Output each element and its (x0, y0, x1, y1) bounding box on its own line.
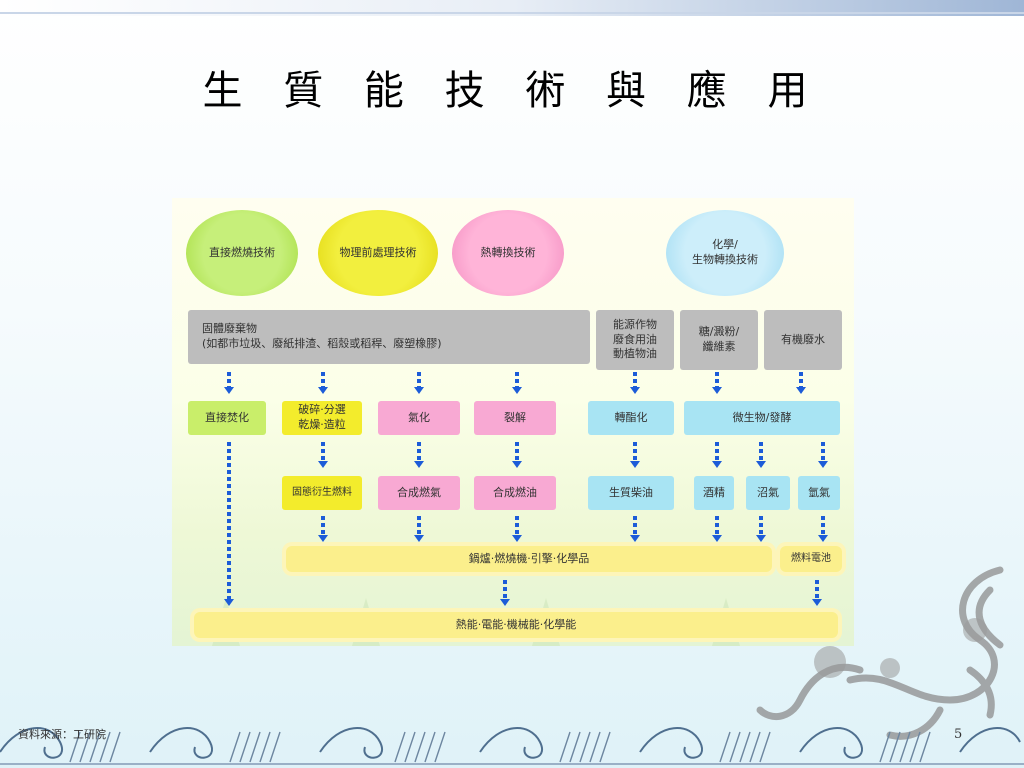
process-microbial-fermentation: 微生物/發酵 (684, 401, 840, 435)
flow-arrow (712, 442, 722, 468)
product-hydrogen: 氫氣 (798, 476, 840, 510)
process-direct-incineration: 直接焚化 (188, 401, 266, 435)
flow-arrow (224, 372, 234, 394)
input-energy-crops: 能源作物 廢食用油 動植物油 (596, 310, 674, 370)
input-sugar-starch: 糖/澱粉/ 纖維素 (680, 310, 758, 370)
dragon-decoration (756, 566, 1004, 740)
flow-arrow (818, 442, 828, 468)
input-solid-waste: 固體廢棄物 (如都市垃圾、廢紙排渣、稻殼或稻稈、廢塑橡膠) (188, 310, 590, 364)
use-fuel-cell: 燃料電池 (780, 546, 842, 572)
use-boiler-engine-chemicals: 鍋爐·燃燒機·引擎·化學品 (286, 546, 772, 572)
biomass-flow-diagram: 直接燃燒技術 物理前處理技術 熱轉換技術 化學/ 生物轉換技術 固體廢棄物 (如… (172, 198, 854, 646)
product-refuse-derived-fuel: 固態衍生燃料 (282, 476, 362, 510)
product-biogas: 沼氣 (746, 476, 790, 510)
flow-arrow (630, 372, 640, 394)
product-biodiesel: 生質柴油 (588, 476, 674, 510)
flow-arrow (712, 372, 722, 394)
flow-arrow (318, 516, 328, 542)
flow-arrow (318, 372, 328, 394)
process-crush-dry-pelletize: 破碎·分選 乾燥·造粒 (282, 401, 362, 435)
final-energy-output: 熱能·電能·機械能·化學能 (194, 612, 838, 638)
flow-arrow-long (224, 442, 234, 606)
flow-arrow (512, 372, 522, 394)
footer-source: 資料來源：工研院 (18, 728, 106, 741)
flow-arrow (500, 580, 510, 606)
wave-border-decoration (0, 727, 1024, 765)
category-physical-pretreatment: 物理前處理技術 (318, 210, 438, 296)
flow-arrow (712, 516, 722, 542)
flow-arrow (512, 442, 522, 468)
input-organic-wastewater: 有機廢水 (764, 310, 842, 370)
category-thermal-conversion: 熱轉換技術 (452, 210, 564, 296)
process-pyrolysis: 裂解 (474, 401, 556, 435)
flow-arrow (630, 516, 640, 542)
flow-arrow (756, 442, 766, 468)
category-direct-combustion: 直接燃燒技術 (186, 210, 298, 296)
page-number: 5 (954, 727, 963, 742)
flow-arrow (756, 516, 766, 542)
product-alcohol: 酒精 (694, 476, 734, 510)
product-synthetic-oil: 合成燃油 (474, 476, 556, 510)
category-chemical-bio-conversion: 化學/ 生物轉換技術 (666, 210, 784, 296)
flow-arrow (318, 442, 328, 468)
process-transesterification: 轉酯化 (588, 401, 674, 435)
process-gasification: 氣化 (378, 401, 460, 435)
flow-arrow (414, 442, 424, 468)
flow-arrow (630, 442, 640, 468)
flow-arrow (818, 516, 828, 542)
top-divider (0, 12, 1024, 14)
flow-arrow (796, 372, 806, 394)
flow-arrow (812, 580, 822, 606)
slide-title: 生 質 能 技 術 與 應 用 (202, 68, 822, 114)
flow-arrow (512, 516, 522, 542)
flow-arrow (414, 516, 424, 542)
flow-arrow (414, 372, 424, 394)
product-syngas: 合成燃氣 (378, 476, 460, 510)
